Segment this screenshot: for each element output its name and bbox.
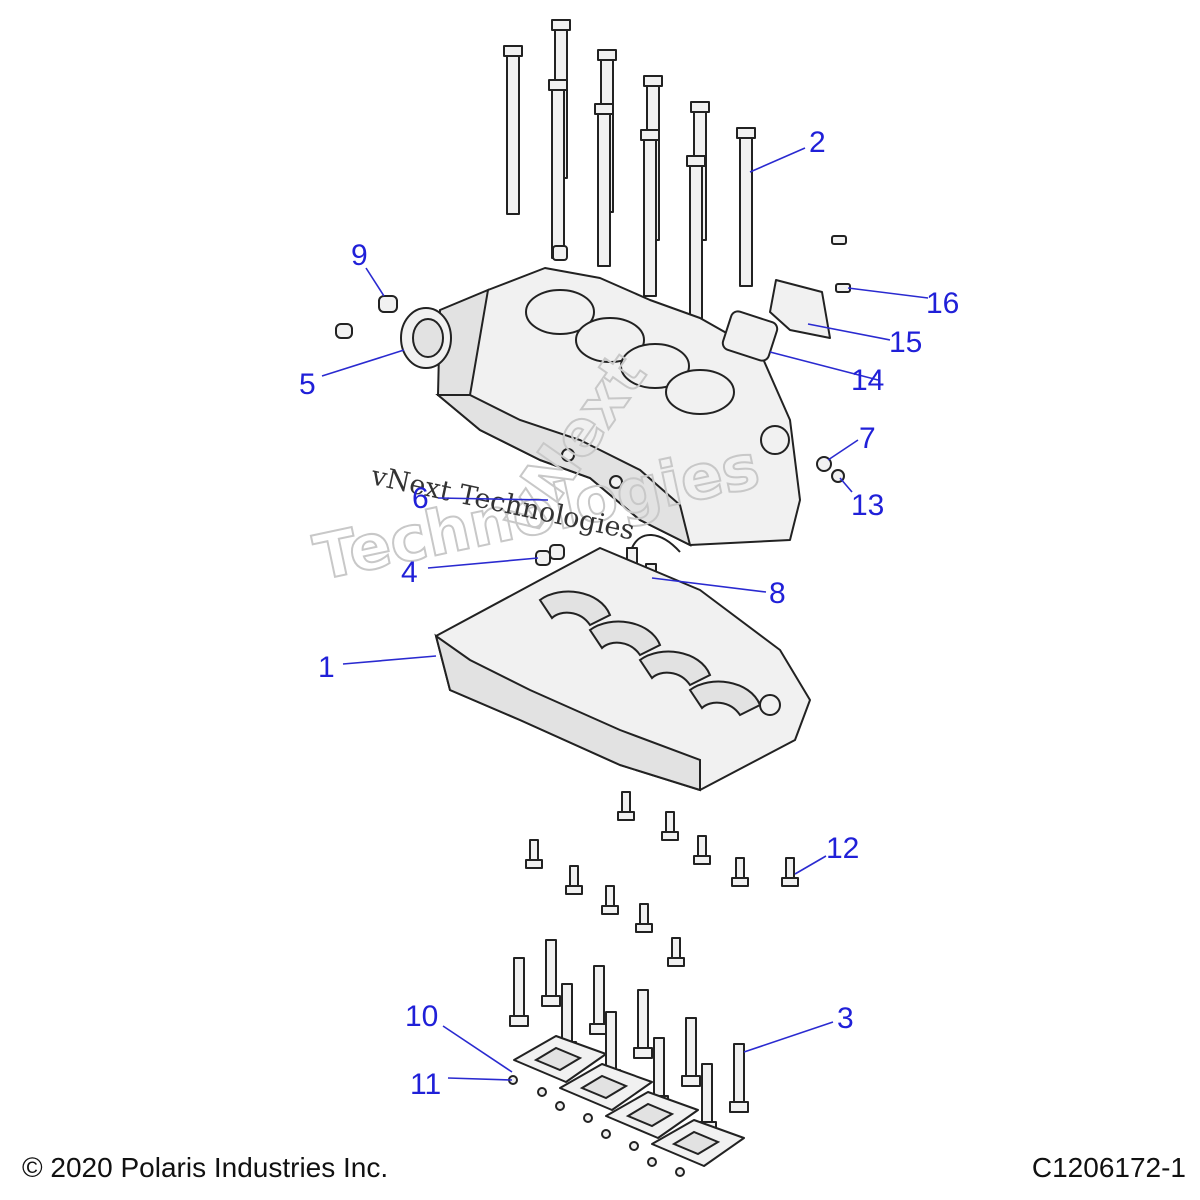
sensor-wire bbox=[631, 534, 681, 553]
cover-screw bbox=[835, 283, 851, 293]
head-bolt bbox=[594, 103, 614, 267]
crankcase-bolt bbox=[661, 811, 679, 841]
dowel-pin bbox=[535, 550, 551, 566]
crankcase-bolt bbox=[693, 835, 711, 865]
callout-14: 14 bbox=[851, 364, 884, 397]
crankcase-bolt bbox=[565, 865, 583, 895]
head-bolt bbox=[548, 79, 568, 259]
access-cover bbox=[769, 279, 831, 339]
callout-9: 9 bbox=[351, 239, 368, 272]
figure-id: C1206172-1 bbox=[1031, 1152, 1186, 1183]
callout-10: 10 bbox=[405, 1000, 438, 1033]
crankcase-bolt bbox=[617, 791, 635, 821]
crankcase-bolt bbox=[525, 839, 543, 869]
callout-4: 4 bbox=[401, 556, 418, 589]
head-bolt bbox=[640, 129, 660, 297]
crankcase-bolt bbox=[601, 885, 619, 915]
copyright-text: © 2020 Polaris Industries Inc. bbox=[22, 1152, 389, 1183]
head-bolt bbox=[503, 45, 523, 215]
callout-7: 7 bbox=[859, 422, 876, 455]
callout-12: 12 bbox=[826, 832, 859, 865]
callout-5: 5 bbox=[299, 368, 316, 401]
fitting bbox=[816, 456, 832, 472]
bearing-caps bbox=[513, 1035, 745, 1167]
callout-13: 13 bbox=[851, 489, 884, 522]
cylinder-block bbox=[435, 267, 801, 547]
crankcase-bolts bbox=[525, 791, 799, 967]
lower-crankcase bbox=[434, 547, 811, 792]
cover-gasket bbox=[721, 310, 779, 362]
leader-lines bbox=[321, 147, 929, 1081]
callout-1: 1 bbox=[318, 651, 335, 684]
head-bolt bbox=[736, 127, 756, 287]
main-bolt bbox=[509, 957, 529, 1027]
dowel-pin bbox=[335, 323, 353, 339]
crankcase-bolt bbox=[667, 937, 685, 967]
callout-3: 3 bbox=[837, 1002, 854, 1035]
head-bolt bbox=[686, 155, 706, 323]
plug bbox=[378, 295, 398, 313]
cap-screws bbox=[508, 1075, 685, 1177]
cover-screw bbox=[831, 235, 847, 245]
main-bolt bbox=[541, 939, 561, 1007]
main-bolt bbox=[729, 1043, 749, 1113]
main-bolt bbox=[681, 1017, 701, 1087]
callout-6: 6 bbox=[412, 482, 429, 515]
dowel-pin bbox=[552, 245, 568, 261]
main-bolt bbox=[633, 989, 653, 1059]
callouts: 1 2 3 4 5 6 7 8 9 10 11 12 13 14 15 16 bbox=[299, 126, 959, 1101]
callout-8: 8 bbox=[769, 577, 786, 610]
crank-seal bbox=[400, 307, 452, 369]
callout-15: 15 bbox=[889, 326, 922, 359]
crankcase-bolt bbox=[635, 903, 653, 933]
callout-2: 2 bbox=[809, 126, 826, 159]
callout-16: 16 bbox=[926, 287, 959, 320]
crankcase-bolt bbox=[781, 857, 799, 887]
head-bolts bbox=[503, 19, 756, 323]
crankcase-bolt bbox=[731, 857, 749, 887]
callout-11: 11 bbox=[410, 1068, 441, 1101]
dowel-pin bbox=[549, 544, 565, 560]
